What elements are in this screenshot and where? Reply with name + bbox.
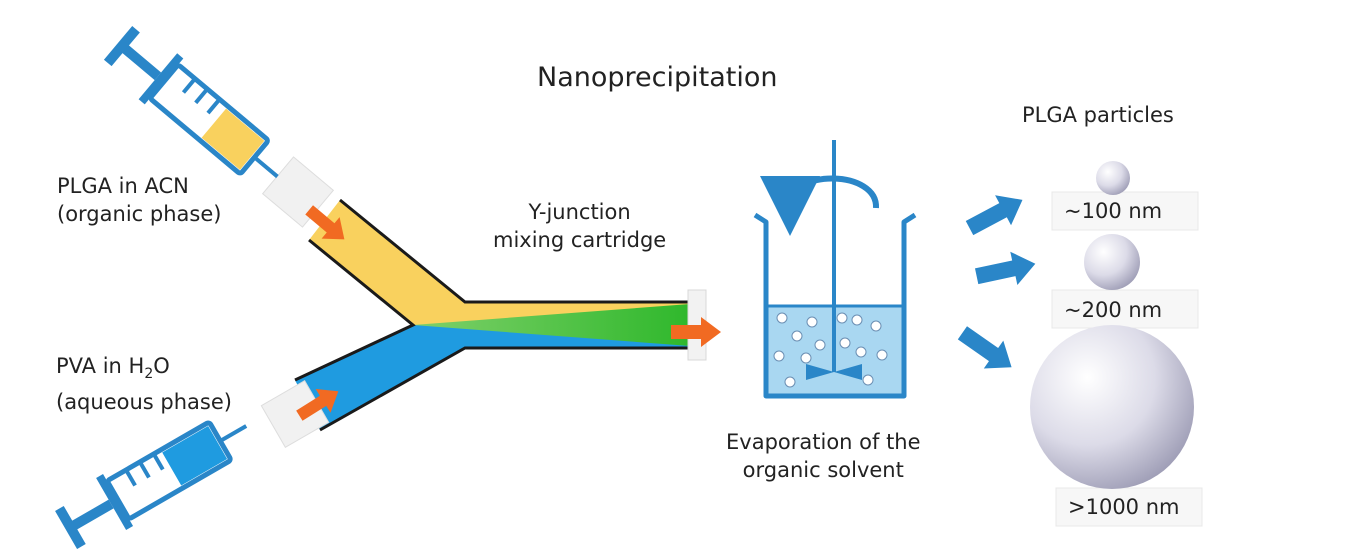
- channel-outline-upper: [339, 198, 690, 304]
- process-arrow-icon: [965, 195, 1023, 236]
- y-junction-channel: [294, 198, 707, 432]
- syringe-icon: [55, 420, 248, 550]
- organic-channel: [309, 200, 690, 325]
- diagram-title: Nanoprecipitation: [537, 62, 778, 93]
- aqueous-phase-label: PVA in H2O (aqueous phase): [56, 354, 232, 415]
- organic-phase-label: PLGA in ACN (organic phase): [57, 174, 222, 226]
- y-junction-label: Y-junction mixing cartridge: [493, 200, 667, 252]
- evaporation-label: Evaporation of the organic solvent: [726, 430, 921, 482]
- flow-arrow-icon: [671, 317, 721, 347]
- particles-heading: PLGA particles: [1022, 103, 1174, 127]
- channel-outline-lower: [319, 346, 690, 432]
- particle-size-label: ~100 nm: [1064, 199, 1163, 223]
- flow-arrow-icon: [305, 205, 345, 240]
- process-arrow-icon: [974, 251, 1036, 285]
- stirrer-icon: [760, 140, 880, 380]
- particle-size-label: >1000 nm: [1068, 495, 1180, 519]
- channel-outline-top: [294, 238, 416, 382]
- particle-size-label: ~200 nm: [1064, 298, 1163, 322]
- syringe-icon: [103, 26, 279, 179]
- flow-arrow-icon: [296, 388, 339, 421]
- particle-sphere-icon: [1084, 234, 1140, 290]
- process-arrow-icon: [957, 326, 1012, 369]
- mixing-zone: [413, 304, 690, 346]
- particle-sphere-icon: [1030, 325, 1194, 489]
- particle-sphere-icon: [1096, 161, 1130, 195]
- aqueous-channel: [295, 325, 690, 430]
